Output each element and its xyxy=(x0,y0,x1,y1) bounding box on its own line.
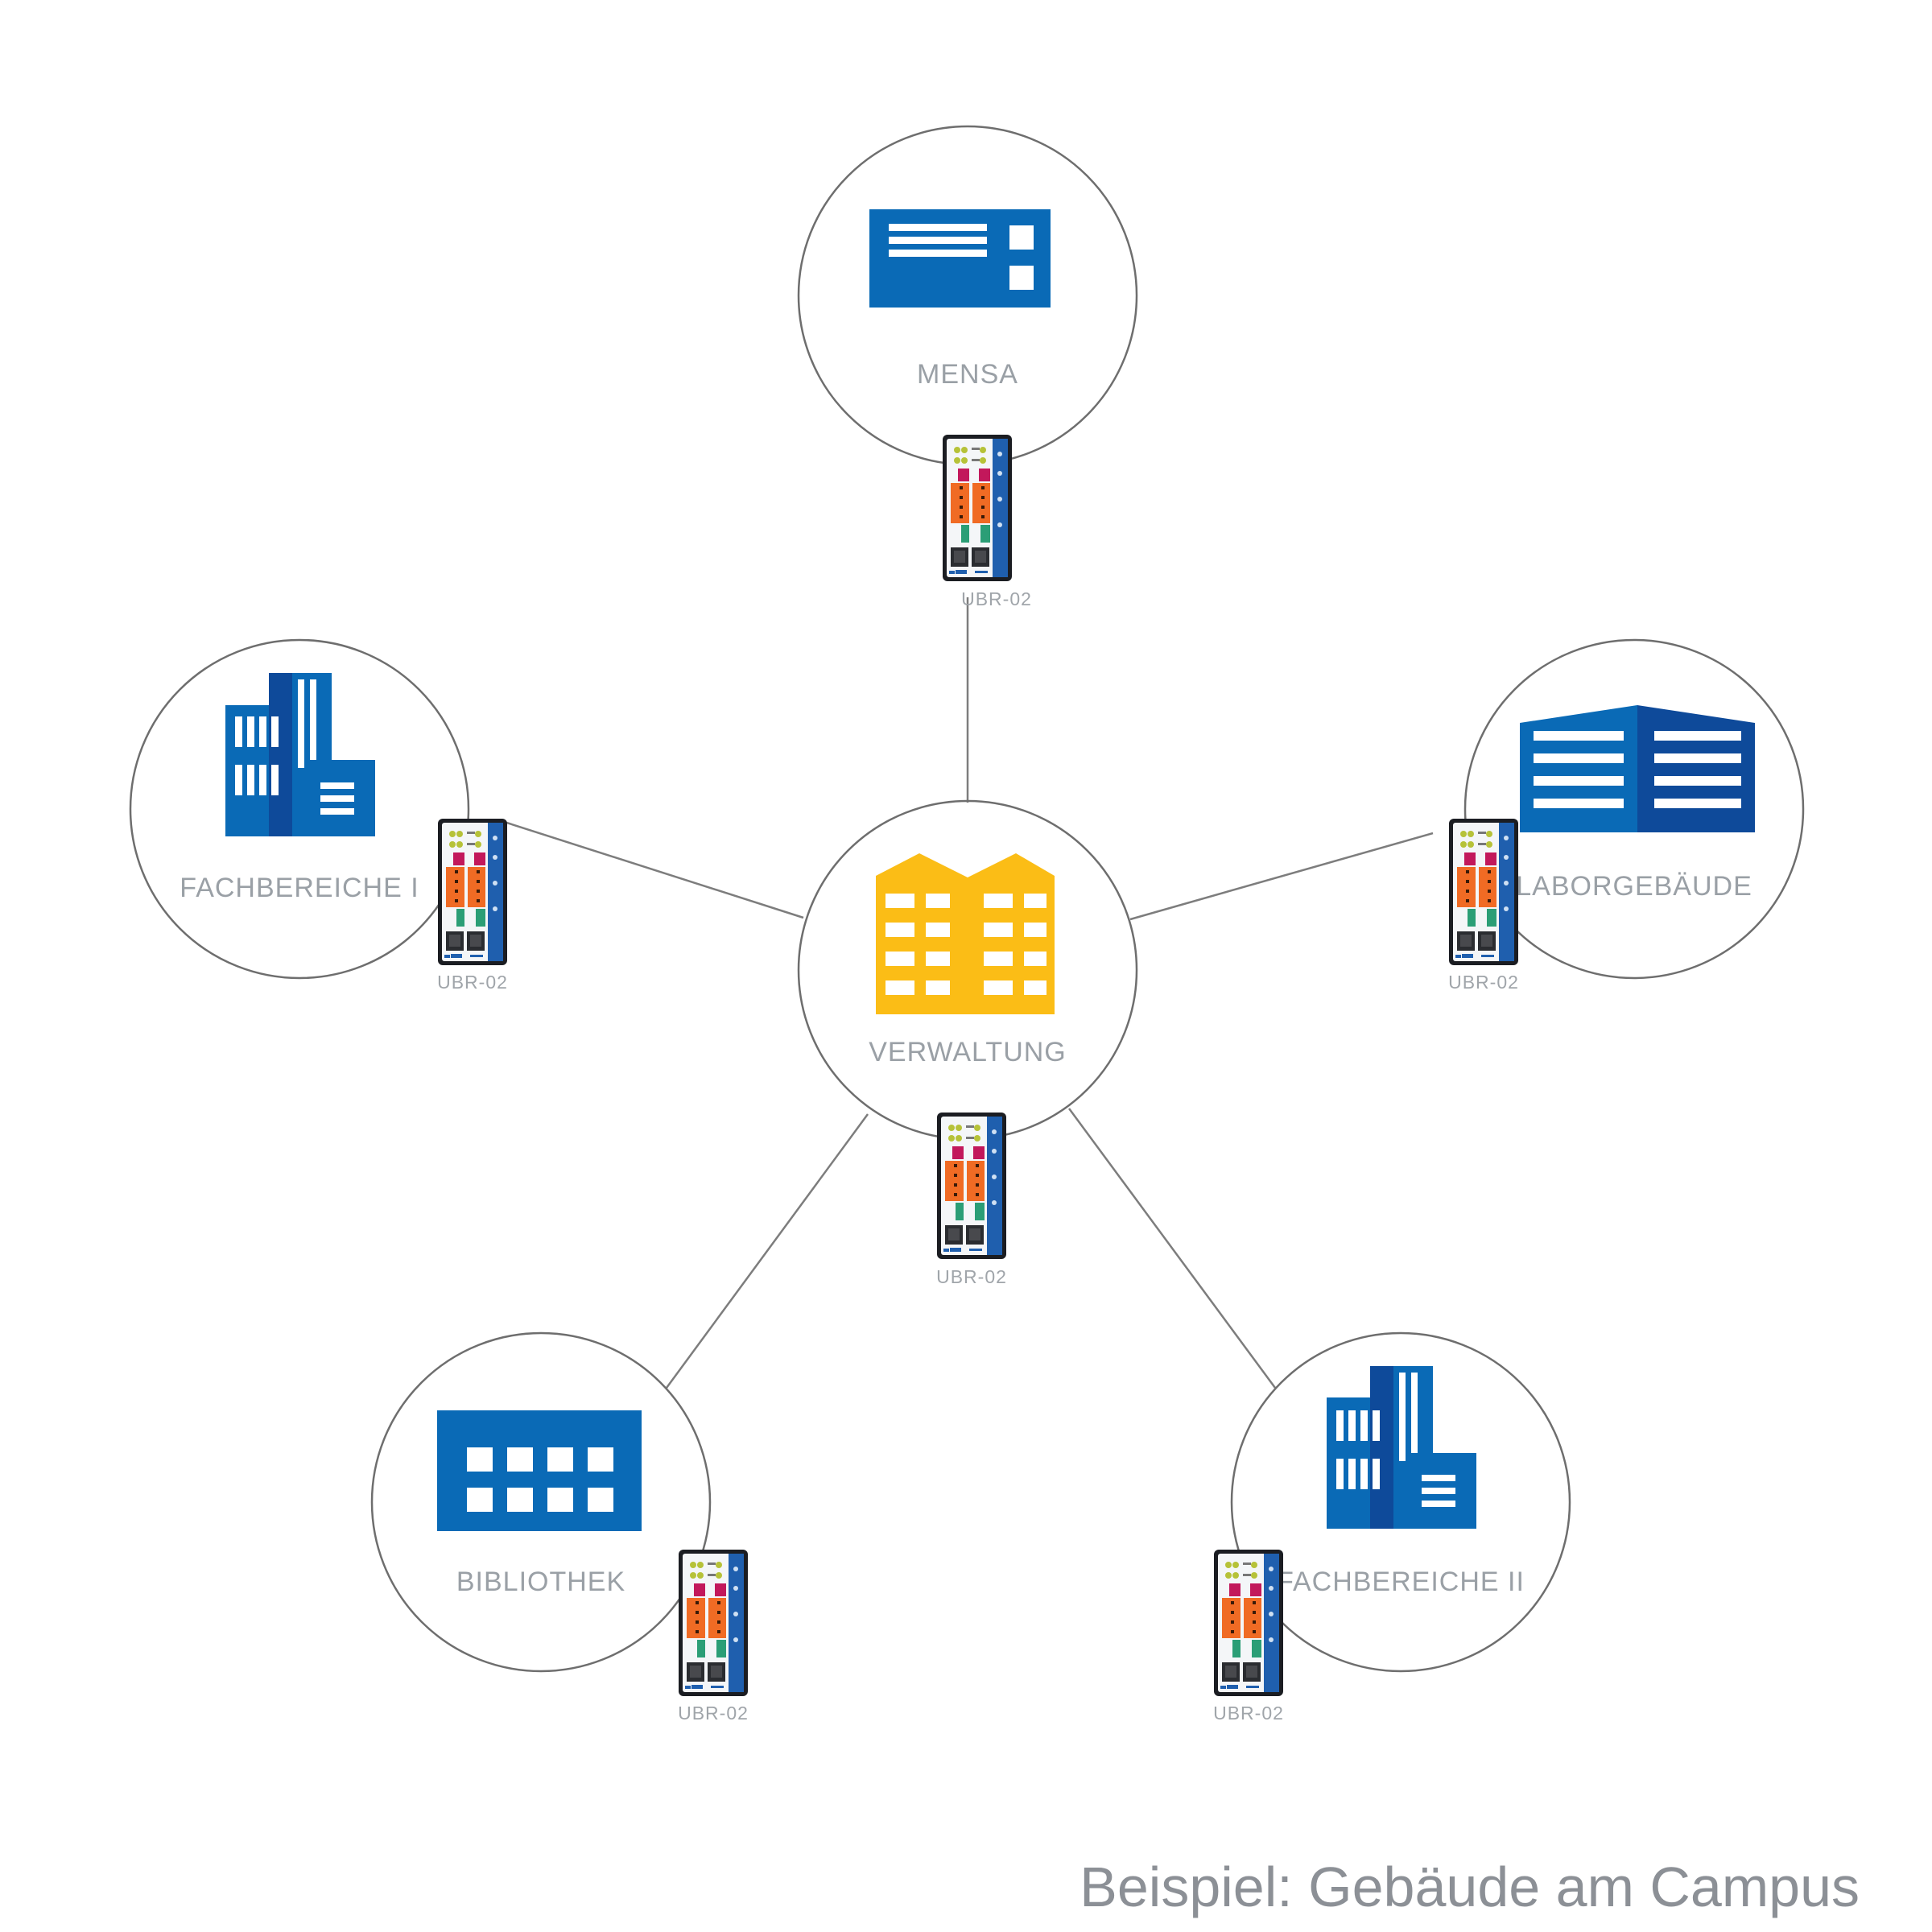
ubr-device-icon xyxy=(937,1113,1006,1259)
ubr-device-icon xyxy=(1214,1550,1283,1696)
node-fachbereiche2: FACHBEREICHE II xyxy=(1277,1366,1525,1597)
node-bibliothek: BIBLIOTHEK xyxy=(437,1410,642,1597)
ubr-device-icon xyxy=(943,435,1012,581)
device-fachbereiche1: UBR-02 xyxy=(437,819,508,993)
device-fachbereiche2: UBR-02 xyxy=(1213,1550,1284,1724)
circle-laborgebaeude xyxy=(1463,638,1805,980)
fachbereiche2-building-icon xyxy=(1327,1366,1476,1529)
device-laborgebaeude: UBR-02 xyxy=(1448,819,1519,993)
device-laborgebaeude-label: UBR-02 xyxy=(1448,972,1519,993)
laborgebaeude-building-icon xyxy=(1520,705,1755,832)
connection-lines xyxy=(498,597,1434,1389)
device-fachbereiche2-label: UBR-02 xyxy=(1213,1703,1284,1724)
bibliothek-building-icon xyxy=(437,1410,642,1531)
ubr-device-icon xyxy=(438,819,507,965)
circle-fachbereiche2 xyxy=(1230,1331,1571,1673)
fachbereiche2-label: FACHBEREICHE II xyxy=(1277,1567,1525,1597)
device-fachbereiche1-label: UBR-02 xyxy=(437,972,508,993)
device-mensa-label: UBR-02 xyxy=(961,588,1032,609)
device-verwaltung-label: UBR-02 xyxy=(936,1266,1007,1287)
fachbereiche1-building-icon xyxy=(225,673,375,836)
link-verwaltung-laborgebaeude xyxy=(1129,832,1434,921)
device-bibliothek: UBR-02 xyxy=(678,1550,749,1724)
node-mensa: MENSA xyxy=(869,209,1051,390)
laborgebaeude-label: LABORGEBÄUDE xyxy=(1516,871,1752,902)
circle-fachbereiche1 xyxy=(129,638,470,980)
link-verwaltung-bibliothek xyxy=(665,1113,869,1389)
link-verwaltung-fachbereiche1 xyxy=(498,819,804,919)
circle-bibliothek xyxy=(370,1331,712,1673)
device-verwaltung: UBR-02 xyxy=(936,1113,1007,1287)
device-mensa: UBR-02 xyxy=(943,435,1032,609)
node-verwaltung: VERWALTUNG xyxy=(869,853,1067,1067)
bibliothek-label: BIBLIOTHEK xyxy=(456,1567,625,1597)
node-fachbereiche1: FACHBEREICHE I xyxy=(180,673,419,903)
mensa-label: MENSA xyxy=(917,359,1018,390)
fachbereiche1-label: FACHBEREICHE I xyxy=(180,873,419,903)
ubr-device-icon xyxy=(1449,819,1518,965)
verwaltung-label: VERWALTUNG xyxy=(869,1037,1067,1067)
device-bibliothek-label: UBR-02 xyxy=(678,1703,749,1724)
diagram-caption: Beispiel: Gebäude am Campus xyxy=(1080,1856,1860,1918)
node-laborgebaeude: LABORGEBÄUDE xyxy=(1516,705,1755,902)
verwaltung-building-icon xyxy=(876,853,1055,1014)
link-verwaltung-fachbereiche2 xyxy=(1067,1108,1277,1389)
ubr-device-icon xyxy=(679,1550,748,1696)
mensa-building-icon xyxy=(869,209,1051,308)
